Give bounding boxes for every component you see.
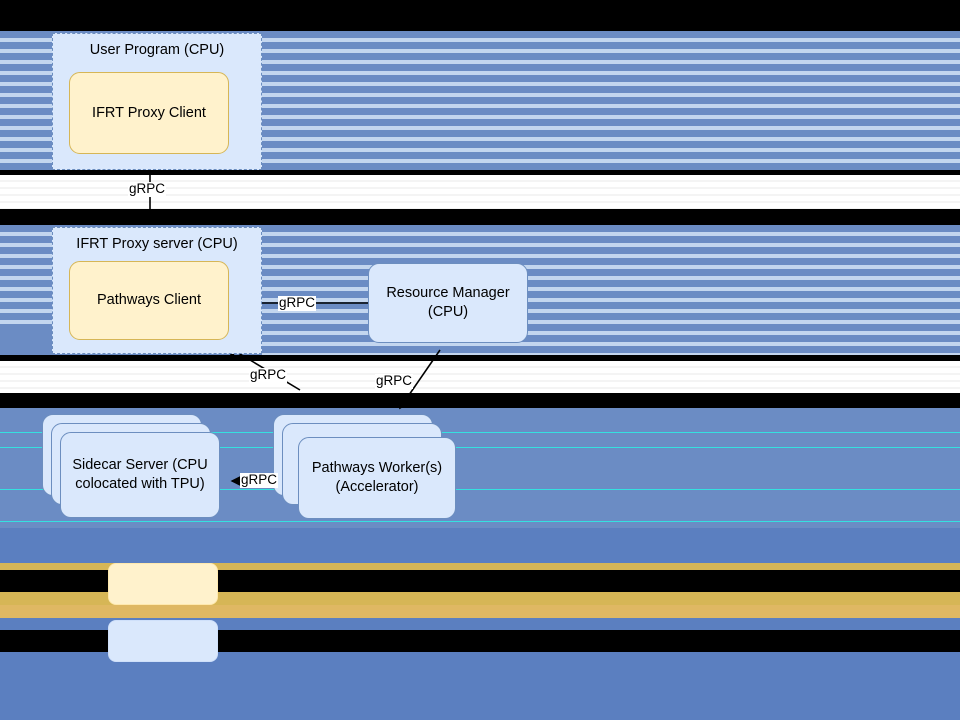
edge-label-rm-to-pathways-client: gRPC [278,295,317,311]
legend-swatch-yellow [108,563,218,605]
node-pathways-workers[interactable]: Pathways Worker(s) (Accelerator) [298,437,456,519]
container-ifrt-proxy-server-label: IFRT Proxy server (CPU) [76,236,238,252]
edge-label-sidecar-to-pathways-client: gRPC [249,367,288,383]
node-resource-manager[interactable]: Resource Manager (CPU) [368,263,528,343]
node-ifrt-proxy-client[interactable]: IFRT Proxy Client [69,72,229,154]
container-user-program-label: User Program (CPU) [89,42,225,58]
legend-swatch-blue [108,620,218,662]
edge-label-sidecar-worker: gRPC [240,472,279,488]
node-pathways-workers-line1: Pathways Worker(s) [311,460,443,477]
arrow-rm-to-worker [399,349,441,410]
node-ifrt-proxy-client-label: IFRT Proxy Client [92,104,206,121]
container-ifrt-proxy-server[interactable]: IFRT Proxy server (CPU) Pathways Client [52,227,262,354]
node-resource-manager-line1: Resource Manager [386,285,510,302]
node-sidecar-server-line2: colocated with TPU) [75,476,205,492]
node-pathways-client-label: Pathways Client [97,292,201,309]
node-resource-manager-line2: (CPU) [427,304,469,320]
node-pathways-client[interactable]: Pathways Client [69,261,229,340]
container-user-program[interactable]: User Program (CPU) IFRT Proxy Client [52,33,262,170]
edge-label-rm-to-worker: gRPC [375,373,414,389]
node-pathways-workers-line2: (Accelerator) [335,479,419,495]
edge-label-server-to-client: gRPC [128,181,167,197]
node-sidecar-server[interactable]: Sidecar Server (CPU colocated with TPU) [60,432,220,518]
node-sidecar-server-line1: Sidecar Server (CPU [72,457,208,474]
